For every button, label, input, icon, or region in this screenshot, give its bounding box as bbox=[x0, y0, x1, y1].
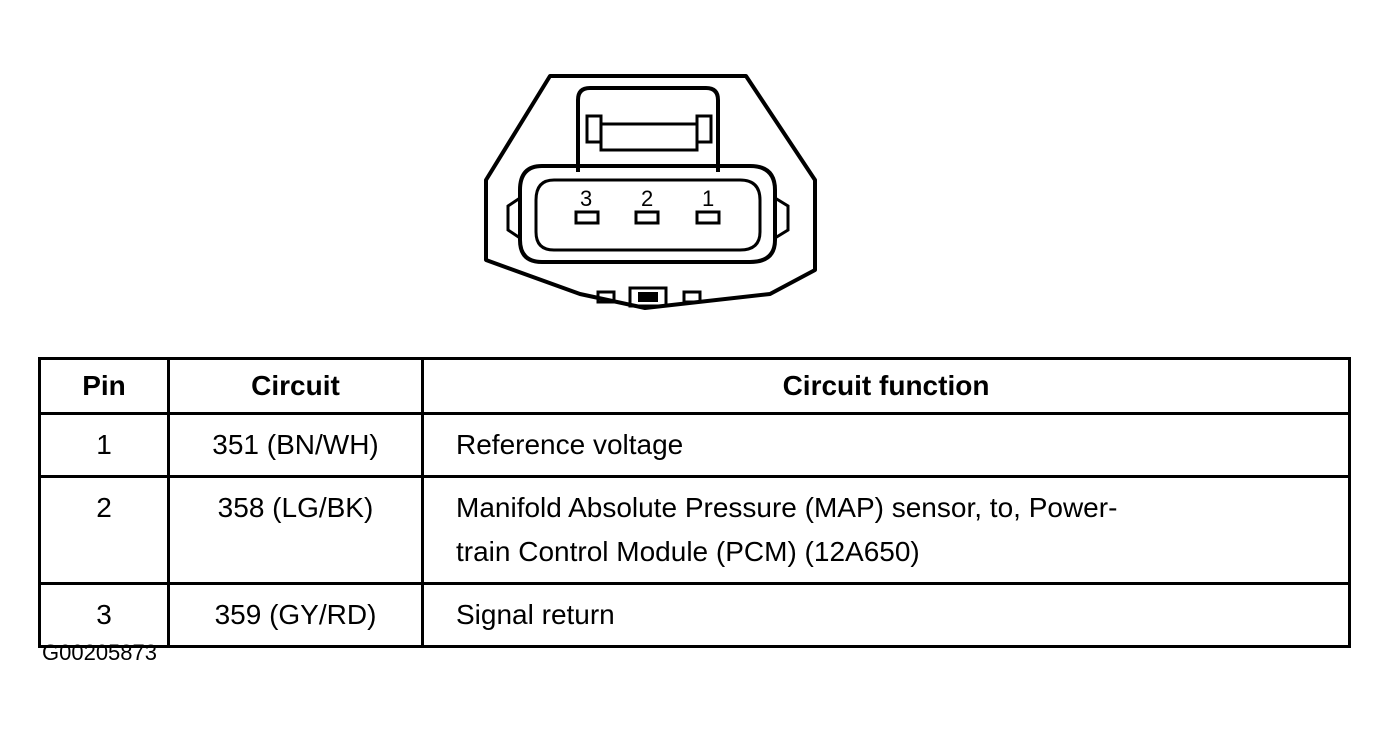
header-circuit: Circuit bbox=[167, 357, 424, 415]
bottom-key-center bbox=[628, 286, 668, 308]
function-line: Manifold Absolute Pressure (MAP) sensor,… bbox=[456, 492, 1118, 523]
function-line: train Control Module (PCM) (12A650) bbox=[456, 536, 920, 567]
locking-tab-right-post bbox=[695, 114, 713, 144]
table-row: 1 351 (BN/WH) Reference voltage bbox=[38, 412, 1351, 478]
bottom-key-left bbox=[596, 290, 616, 304]
pin-label-3: 3 bbox=[580, 186, 592, 211]
header-circuit-function: Circuit function bbox=[421, 357, 1351, 415]
locking-tab-latch bbox=[599, 122, 699, 152]
left-notch bbox=[506, 196, 521, 240]
terminal-pin-2 bbox=[634, 210, 660, 225]
connector-housing-outline bbox=[484, 74, 817, 310]
locking-tab-left-post bbox=[585, 114, 603, 144]
cell-pin: 3 bbox=[38, 582, 170, 648]
terminal-pin-3 bbox=[574, 210, 600, 225]
connector-face-diagram: 3 2 1 bbox=[484, 74, 817, 310]
cell-circuit: 359 (GY/RD) bbox=[167, 582, 424, 648]
table-header-row: Pin Circuit Circuit function bbox=[38, 357, 1351, 415]
cell-circuit: 358 (LG/BK) bbox=[167, 475, 424, 585]
pin-label-2: 2 bbox=[641, 186, 653, 211]
cell-circuit: 351 (BN/WH) bbox=[167, 412, 424, 478]
pin-cavity-inner bbox=[534, 178, 762, 252]
locking-tab bbox=[576, 86, 720, 172]
table-row: 3 359 (GY/RD) Signal return bbox=[38, 582, 1351, 648]
cell-pin: 2 bbox=[38, 475, 170, 585]
pin-cavity-outer bbox=[518, 164, 777, 264]
figure-code: G00205873 bbox=[42, 640, 157, 665]
cell-function: Reference voltage bbox=[421, 412, 1351, 478]
right-notch bbox=[774, 196, 790, 240]
cell-function: Signal return bbox=[421, 582, 1351, 648]
bottom-key-center-inner bbox=[638, 292, 658, 302]
bottom-key-right bbox=[682, 290, 702, 304]
pin-label-1: 1 bbox=[702, 186, 714, 211]
table-row: 2 358 (LG/BK) Manifold Absolute Pressure… bbox=[38, 475, 1351, 585]
function-line: Reference voltage bbox=[456, 429, 684, 460]
function-line: Signal return bbox=[456, 599, 615, 630]
pin-circuit-table: Pin Circuit Circuit function 1 351 (BN/W… bbox=[38, 357, 1351, 648]
cell-pin: 1 bbox=[38, 412, 170, 478]
cell-function: Manifold Absolute Pressure (MAP) sensor,… bbox=[421, 475, 1351, 585]
terminal-pin-1 bbox=[695, 210, 721, 225]
header-pin: Pin bbox=[38, 357, 170, 415]
